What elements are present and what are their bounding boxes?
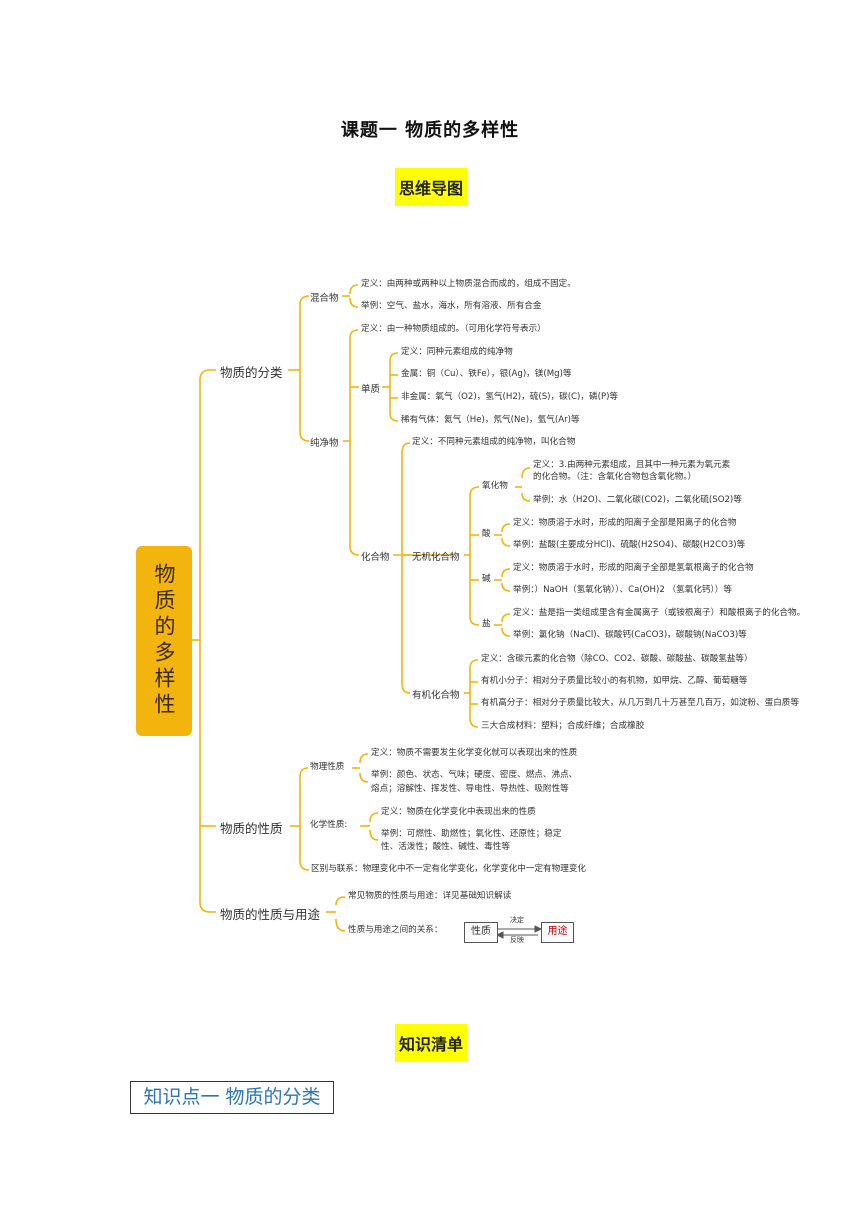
property-box: 性质 — [464, 922, 498, 943]
base-example: 举例：）NaOH（氢氧化钠））、Ca(OH)2 （氢氧化钙））等 — [513, 585, 732, 595]
acid-definition: 定义：物质溶于水时，形成的阳离子全部是阳离子的化合物 — [513, 518, 737, 528]
salt-example: 举例：氯化钠（NaCl)、碳酸钙(CaCO3)，碳酸钠(NaCO3)等 — [513, 630, 747, 640]
node-pure: 纯净物 — [310, 438, 339, 449]
element-noble-gas: 稀有气体：氦气（He)，氖气(Ne)，氩气(Ar)等 — [401, 415, 580, 425]
organic-small-molecule: 有机小分子：相对分子质量比较小的有机物，如甲烷、乙醇、葡萄糖等 — [481, 676, 748, 686]
node-acid: 酸 — [482, 529, 491, 539]
node-physical-property: 物理性质 — [310, 762, 345, 772]
element-nonmetal: 非金属：氧气（O2)，氢气(H2)，硫(S)，碳(C)，磷(P)等 — [401, 392, 619, 402]
node-base: 碱 — [482, 574, 491, 584]
element-definition: 定义：同种元素组成的纯净物 — [401, 347, 513, 357]
node-mixture: 混合物 — [310, 293, 339, 304]
base-definition: 定义：物质溶于水时，形成的阳离子全部是氢氧根离子的化合物 — [513, 563, 754, 573]
node-element: 单质 — [361, 384, 381, 395]
node-chemical-property: 化学性质: — [310, 820, 348, 830]
mixture-definition: 定义：由两种或两种以上物质混合而成的，组成不固定。 — [361, 279, 576, 289]
arrow-label-reflect: 反映 — [510, 936, 524, 944]
organic-definition: 定义：含碳元素的化合物（除CO、CO2、碳酸、碳酸盐、碳酸氢盐等） — [481, 654, 753, 664]
chemical-example-1: 举例：可燃性、助燃性；氧化性、还原性；稳定 — [381, 829, 562, 839]
inorganic-definition: 定义：不同种元素组成的纯净物，叫化合物 — [412, 437, 576, 447]
node-inorganic: 无机化合物 — [412, 552, 460, 563]
mindmap-root: 物质的多样性 — [136, 546, 192, 736]
organic-synthetic-materials: 三大合成材料：塑料；合成纤维；合成橡胶 — [481, 721, 645, 731]
node-organic: 有机化合物 — [412, 690, 460, 701]
salt-definition: 定义：盐是指一类组成里含有金属离子（或铵根离子）和酸根离子的化合物。 — [513, 608, 806, 618]
property-relation: 区别与联系：物理变化中不一定有化学变化，化学变化中一定有物理变化 — [311, 864, 587, 874]
oxide-example: 举例：水（H2O)、二氧化碳(CO2)，二氧化硫(SO2)等 — [533, 495, 742, 505]
acid-example: 举例：盐酸(主要成分HCl)、硫酸(H2SO4)、碳酸(H2CO3)等 — [513, 540, 746, 550]
node-compound: 化合物 — [361, 552, 390, 563]
arrow-label-determine: 决定 — [510, 916, 524, 924]
root-label: 物质的多样性 — [152, 563, 176, 719]
section-heading: 知识点一 物质的分类 — [130, 1081, 334, 1114]
uses-relation-label: 性质与用途之间的关系： — [348, 925, 443, 935]
physical-example-2: 熔点；溶解性、挥发性、导电性、导热性、吸附性等 — [371, 784, 569, 794]
branch-uses: 物质的性质与用途 — [220, 907, 321, 922]
pure-definition: 定义：由一种物质组成的。（可用化学符号表示） — [361, 324, 546, 334]
node-oxide: 氧化物 — [482, 481, 508, 491]
page-title: 课题一 物质的多样性 — [340, 120, 520, 141]
branch-classification: 物质的分类 — [220, 365, 283, 380]
physical-definition: 定义：物质不需要发生化学变化就可以表现出来的性质 — [371, 748, 578, 758]
oxide-definition-1: 定义：3.由两种元素组成，且其中一种元素为氧元素 — [533, 460, 731, 470]
organic-macromolecule: 有机高分子：相对分子质量比较大，从几万到几十万甚至几百万，如淀粉、蛋白质等 — [481, 698, 799, 708]
chemical-definition: 定义：物质在化学变化中表现出来的性质 — [381, 807, 536, 817]
mindmap-heading: 思维导图 — [395, 168, 467, 206]
mixture-example: 举例：空气、盐水，海水，所有溶液、所有合金 — [361, 301, 542, 311]
knowledge-heading: 知识清单 — [395, 1024, 467, 1062]
oxide-definition-2: 的化合物。（注：含氧化合物包含氧化物。） — [533, 472, 697, 482]
branch-properties: 物质的性质 — [220, 821, 283, 836]
chemical-example-2: 性、活泼性；酸性、碱性、毒性等 — [381, 842, 510, 852]
physical-example-1: 举例：颜色、状态、气味；硬度、密度、燃点、沸点、 — [371, 770, 578, 780]
uses-common: 常见物质的性质与用途：详见基础知识解读 — [348, 891, 512, 901]
node-salt: 盐 — [482, 619, 491, 629]
element-metal: 金属：铜（Cu）、铁Fe），银(Ag)，镁(Mg)等 — [401, 369, 572, 379]
use-box: 用途 — [541, 922, 574, 943]
